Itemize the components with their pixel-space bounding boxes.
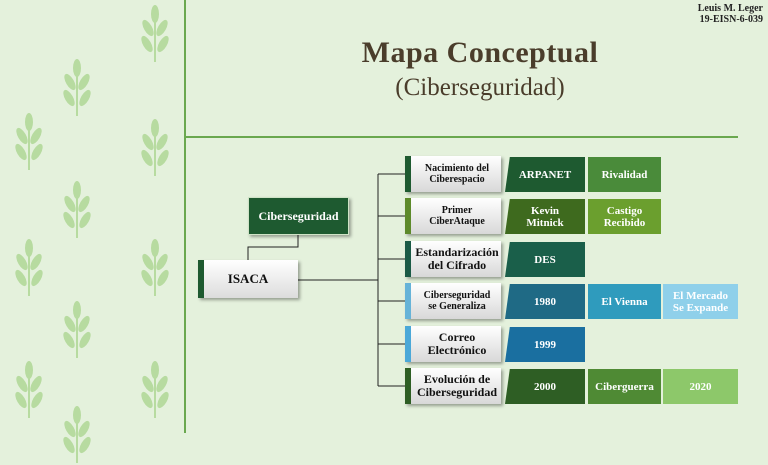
branch-cell-text: DES [534,254,555,266]
connector-lines [247,173,405,387]
branch-cell: 1999 [505,327,585,362]
leaf-icon [141,361,169,418]
branch-cell: ARPANET [505,157,585,192]
branch-accent [405,198,411,234]
root-node: Ciberseguridad [248,197,349,235]
branch-cell-text: Rivalidad [602,169,648,181]
branch-cell-line1: 2020 [689,380,712,393]
leaf-icon [141,119,169,176]
branch-cell-line1: El Vienna [601,295,648,308]
branch-label-line2: Electrónico [427,343,487,357]
branch-label-line2: se Generaliza [428,301,486,312]
branch-label-line2: Ciberespacio [429,174,485,185]
page-subtitle: (Ciberseguridad) [395,74,565,101]
branch-accent [405,156,411,192]
branch-cell-text: 1999 [534,339,556,351]
branch-cell-text: 2000 [534,381,556,393]
branch-cell-line1: 2000 [534,380,556,393]
branch-cell-line1: El Mercado [672,289,729,302]
branch-cell: Ciberguerra [588,369,661,404]
leaf-icon [141,5,169,62]
branch-label-line2: del Cifrado [427,258,487,272]
leaf-pattern [0,0,184,463]
branch-cell-line2: Recibido [603,216,646,229]
root-node-label: Ciberseguridad [258,208,339,223]
vertical-divider [184,0,186,433]
branch-cell: 2020 [663,369,738,404]
leaf-icon [63,301,91,358]
branch-cell-line1: Ciberguerra [595,380,654,393]
branch-cell-line2: Se Expande [672,301,729,314]
branch-cell: 1980 [505,284,585,319]
branch-cell: Rivalidad [588,157,661,192]
branch-accent [405,283,411,319]
leaf-icon [63,181,91,238]
branch-label-line2: CiberAtaque [429,216,485,227]
branch-cell-line1: ARPANET [518,168,572,181]
title-underline [186,136,738,138]
branch-label-line1: Estandarización [415,245,499,259]
author-info: Leuis M. Leger 19-EISN-6-039 [698,3,763,25]
leaf-icon [15,113,43,170]
branch-label-line2: Ciberseguridad [416,385,497,399]
leaf-icon [15,239,43,296]
branch-label-line1: Ciberseguridad [423,290,491,301]
branch-cell-text: Ciberguerra [595,381,654,393]
branch-cell-text: 2020 [690,381,712,393]
branch-cell-text: 1980 [534,296,556,308]
branch-label-line1: Correo [438,330,476,344]
leaf-icon [63,59,91,116]
branch-label-line1: Nacimiento del [424,163,490,174]
branch-cell-line1: DES [534,253,556,266]
isaca-node-label: ISACA [227,271,269,286]
branch-label-line1: Evolución de [423,372,491,386]
branch-cell-line1: 1980 [534,295,556,308]
branch-accent [405,368,411,404]
branch-cell-text: ARPANET [519,169,571,181]
branch-cell-line1: Kevin [530,204,560,217]
author-name: Leuis M. Leger [697,3,763,14]
branch-label-line1: Primer [441,205,473,216]
connector-line [247,235,299,260]
leaf-icon [141,239,169,296]
branch-cell-line1: Rivalidad [601,168,648,181]
branch-cell-line1: 1999 [534,338,556,351]
isaca-node: ISACA [198,260,298,298]
page-title: Mapa Conceptual [361,36,599,69]
branch-accent [405,326,411,362]
branch-cell: El Vienna [588,284,661,319]
branch-cell-line1: Castigo [606,204,643,217]
branch-cell-line2: Mitnick [526,216,564,229]
branch-cell: 2000 [505,369,585,404]
leaf-icon [15,361,43,418]
author-id: 19-EISN-6-039 [699,14,763,25]
branch-cell-text: El Vienna [601,296,647,308]
branch-cell: DES [505,242,585,277]
branch-accent [405,241,411,277]
